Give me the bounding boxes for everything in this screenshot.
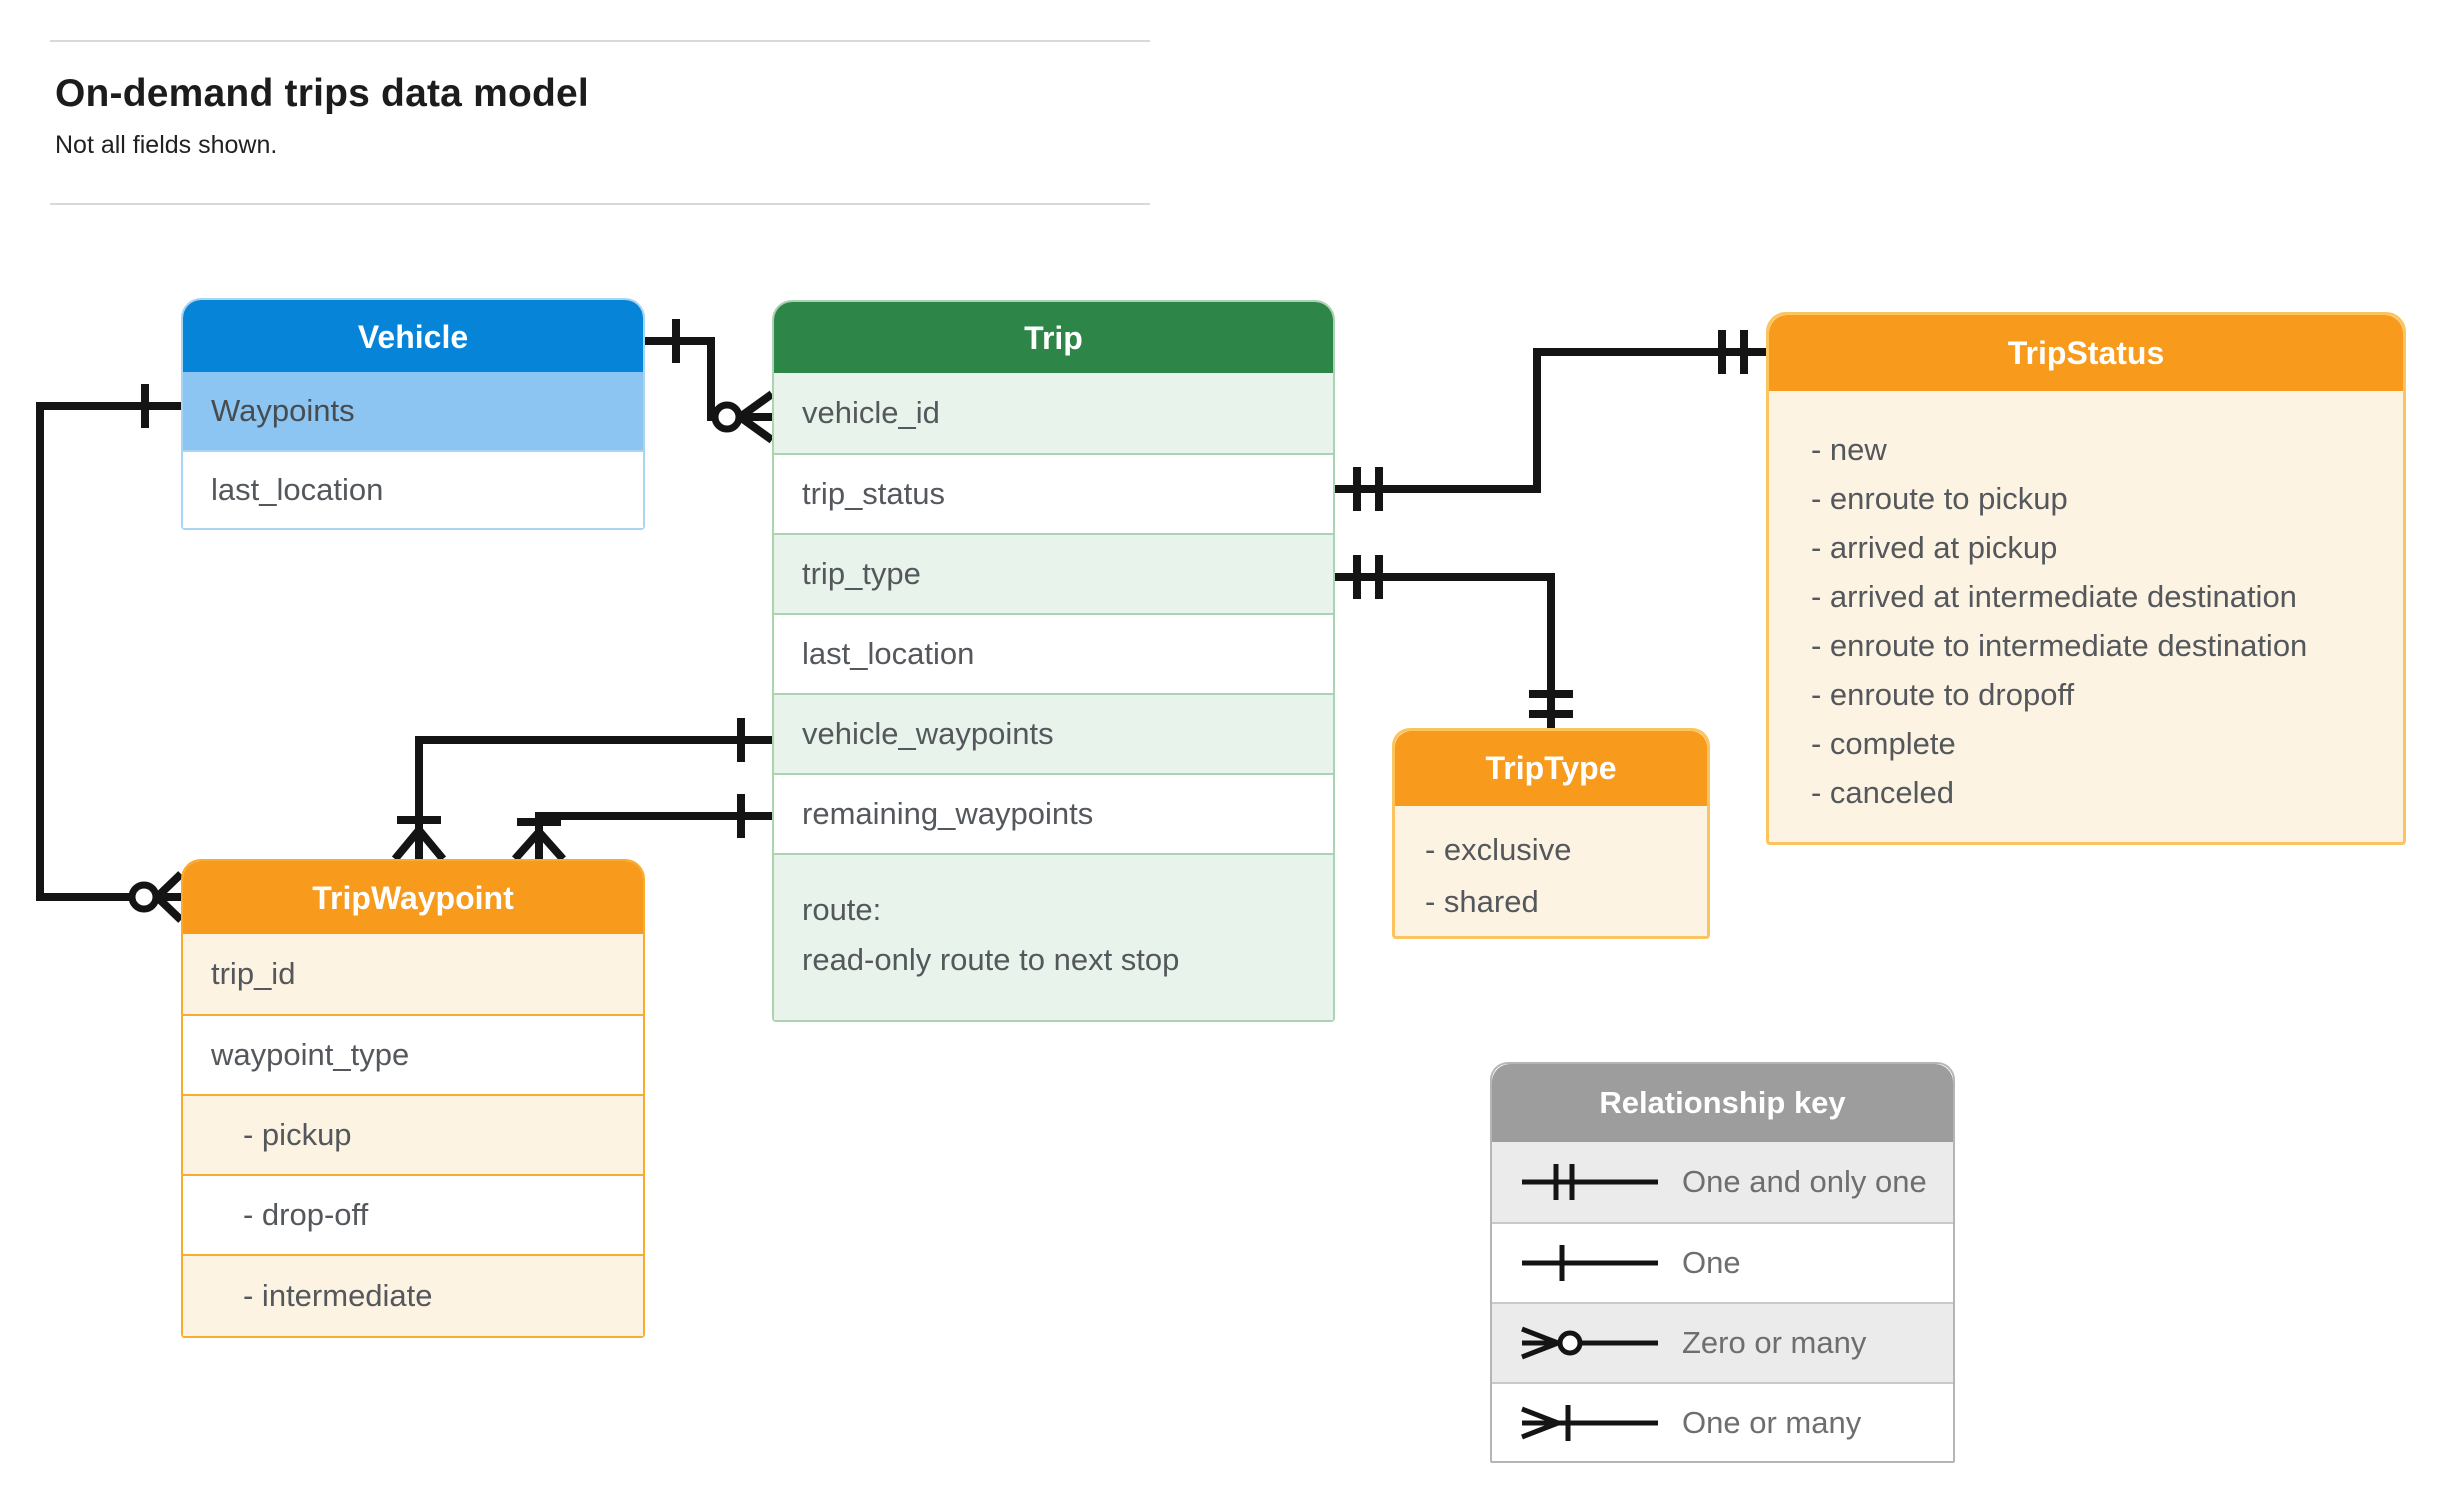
legend-row-one-or-many: One or many bbox=[1492, 1382, 1953, 1461]
entity-triptype-title: TripType bbox=[1395, 731, 1707, 806]
connector-remaining-waypoints-to-tripwaypoint bbox=[512, 794, 772, 862]
tripstatus-value: - canceled bbox=[1811, 775, 1955, 810]
tripwaypoint-field-waypoint-type: waypoint_type bbox=[183, 1014, 643, 1094]
one-or-many-icon bbox=[1521, 1404, 1658, 1441]
entity-tripwaypoint: TripWaypoint trip_id waypoint_type - pic… bbox=[181, 859, 645, 1338]
trip-field-trip-status: trip_status bbox=[774, 453, 1333, 533]
trip-route-label: route: bbox=[802, 892, 882, 927]
vehicle-field-last-location: last_location bbox=[183, 450, 643, 528]
entity-triptype: TripType - exclusive - shared bbox=[1392, 728, 1710, 939]
triptype-values: - exclusive - shared bbox=[1395, 806, 1707, 928]
connector-vehicle-waypoints-to-tripwaypoint bbox=[391, 718, 772, 862]
triptype-value: - exclusive bbox=[1425, 832, 1572, 867]
trip-field-vehicle-id: vehicle_id bbox=[774, 373, 1333, 453]
trip-field-trip-type: trip_type bbox=[774, 533, 1333, 613]
vehicle-field-waypoints: Waypoints bbox=[183, 372, 643, 450]
legend-label: Zero or many bbox=[1682, 1325, 1867, 1360]
trip-route-desc: read-only route to next stop bbox=[802, 942, 1180, 977]
entity-trip-title: Trip bbox=[774, 302, 1333, 375]
tripwaypoint-field-trip-id: trip_id bbox=[183, 934, 643, 1014]
tripstatus-values: - new - enroute to pickup - arrived at p… bbox=[1769, 391, 2403, 817]
tripstatus-value: - enroute to pickup bbox=[1811, 481, 2068, 516]
trip-field-last-location: last_location bbox=[774, 613, 1333, 693]
entity-tripstatus-title: TripStatus bbox=[1769, 315, 2403, 391]
one-icon bbox=[1522, 1245, 1658, 1281]
one-and-only-one-icon bbox=[1522, 1164, 1658, 1200]
zero-or-many-icon bbox=[1521, 1326, 1658, 1360]
triptype-value: - shared bbox=[1425, 884, 1539, 919]
trip-field-route: route: read-only route to next stop bbox=[774, 853, 1333, 1020]
connector-vehicle-to-tripwaypoint bbox=[36, 384, 184, 923]
legend-row-one: One bbox=[1492, 1222, 1953, 1302]
tripstatus-value: - arrived at intermediate destination bbox=[1811, 579, 2297, 614]
trip-field-vehicle-waypoints: vehicle_waypoints bbox=[774, 693, 1333, 773]
tripstatus-value: - arrived at pickup bbox=[1811, 530, 2058, 565]
relationship-key: Relationship key One and only one One Ze… bbox=[1490, 1062, 1955, 1463]
tripwaypoint-value-drop-off: - drop-off bbox=[183, 1174, 643, 1254]
tripwaypoint-value-pickup: - pickup bbox=[183, 1094, 643, 1174]
entity-tripwaypoint-title: TripWaypoint bbox=[183, 861, 643, 936]
connector-trip-to-tripstatus bbox=[1335, 330, 1766, 511]
entity-vehicle: Vehicle Waypoints last_location bbox=[181, 298, 645, 530]
entity-vehicle-title: Vehicle bbox=[183, 300, 643, 374]
entity-tripstatus: TripStatus - new - enroute to pickup - a… bbox=[1766, 312, 2406, 845]
page-subtitle: Not all fields shown. bbox=[55, 131, 278, 159]
divider-top bbox=[50, 40, 1150, 42]
legend-label: One or many bbox=[1682, 1404, 1862, 1440]
legend-label: One bbox=[1682, 1245, 1741, 1280]
divider-bottom bbox=[50, 203, 1150, 205]
tripwaypoint-value-intermediate: - intermediate bbox=[183, 1254, 643, 1336]
tripstatus-value: - new bbox=[1811, 432, 1887, 467]
legend-label: One and only one bbox=[1682, 1164, 1927, 1199]
connector-vehicle-to-trip bbox=[645, 319, 775, 444]
tripstatus-value: - enroute to intermediate destination bbox=[1811, 628, 2308, 663]
connector-trip-to-triptype bbox=[1335, 555, 1573, 728]
tripstatus-value: - complete bbox=[1811, 726, 1956, 761]
page-title: On-demand trips data model bbox=[55, 72, 589, 115]
legend-row-one-and-only-one: One and only one bbox=[1492, 1142, 1953, 1222]
trip-field-remaining-waypoints: remaining_waypoints bbox=[774, 773, 1333, 853]
entity-trip: Trip vehicle_id trip_status trip_type la… bbox=[772, 300, 1335, 1022]
relationship-key-title: Relationship key bbox=[1492, 1064, 1953, 1142]
tripstatus-value: - enroute to dropoff bbox=[1811, 677, 2075, 712]
legend-row-zero-or-many: Zero or many bbox=[1492, 1302, 1953, 1382]
